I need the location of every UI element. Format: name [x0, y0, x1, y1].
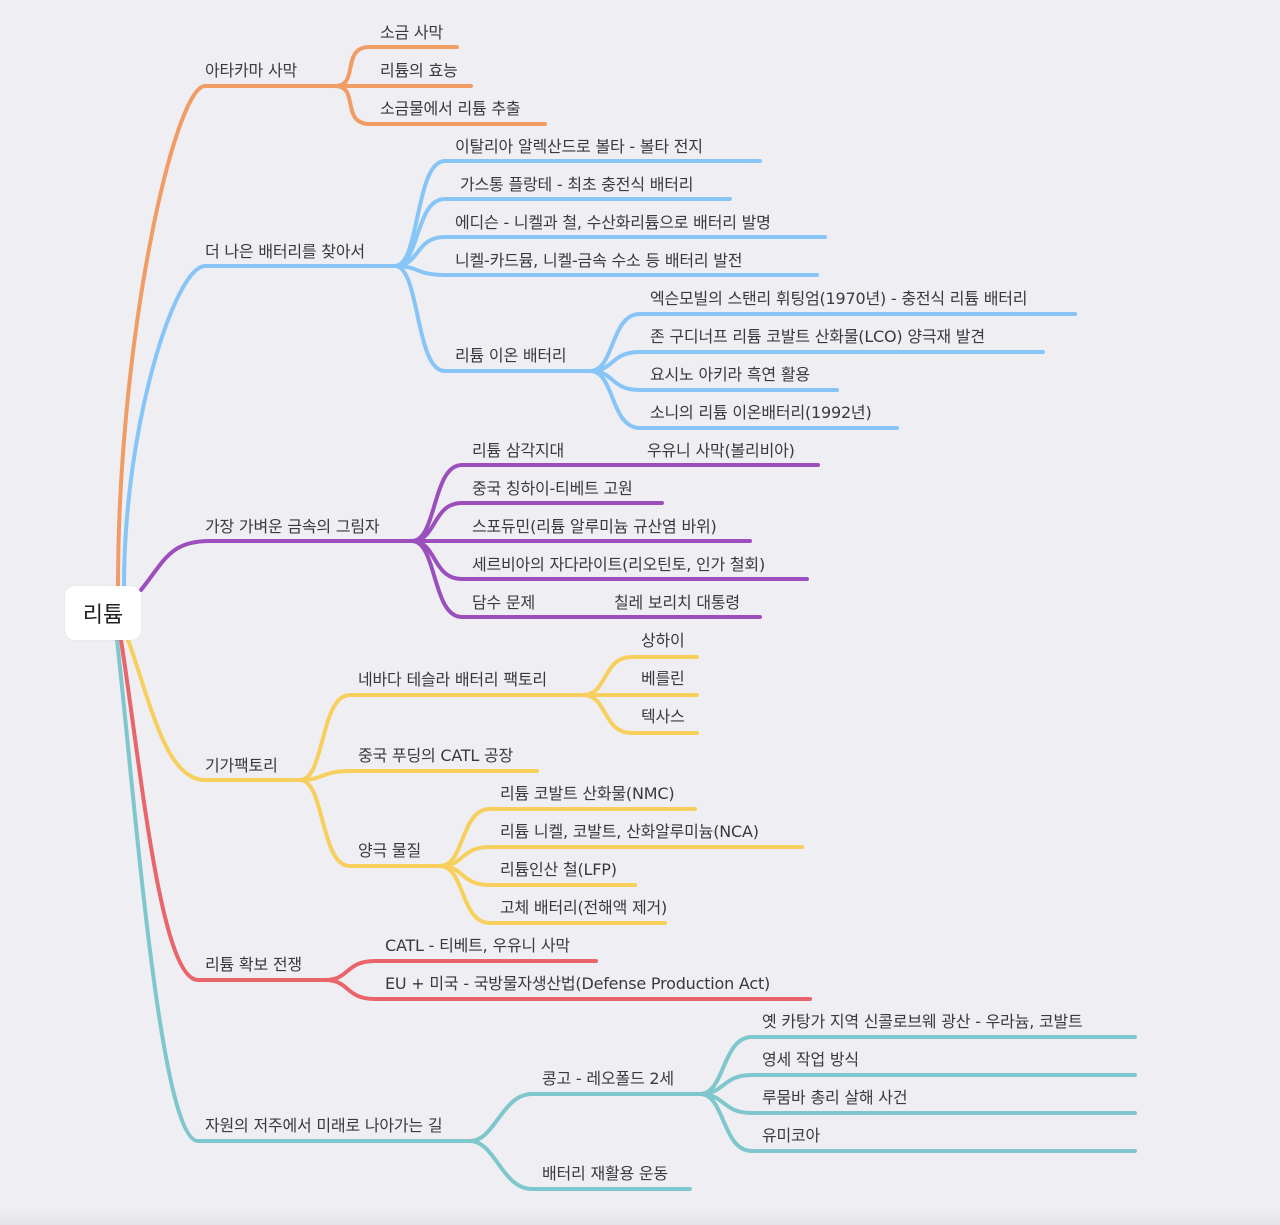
leaf-node[interactable]: 중국 푸딩의 CATL 공장 [358, 746, 514, 765]
leaf-node[interactable]: 리튬 니켈, 코발트, 산화알루미늄(NCA) [500, 822, 759, 841]
sub-branch-node-li-ion[interactable]: 리튬 이온 배터리 [455, 346, 567, 365]
leaf-node[interactable]: 세르비아의 자다라이트(리오틴토, 인가 철회) [472, 555, 765, 574]
leaf-node[interactable]: CATL - 티베트, 우유니 사막 [385, 936, 570, 955]
branch-node-lithium-war[interactable]: 리튬 확보 전쟁 [205, 955, 302, 974]
leaf-node[interactable]: 니켈-카드뮴, 니켈-금속 수소 등 배터리 발전 [455, 251, 743, 270]
leaf-node[interactable]: 옛 카탕가 지역 신콜로브웨 광산 - 우라늄, 코발트 [762, 1012, 1083, 1031]
leaf-node[interactable]: 배터리 재활용 운동 [542, 1164, 668, 1183]
leaf-node[interactable]: 리튬 코발트 산화물(NMC) [500, 784, 675, 803]
leaf-node[interactable]: 칠레 보리치 대통령 [614, 593, 740, 612]
leaf-node[interactable]: 이탈리아 알렉산드로 볼타 - 볼타 전지 [455, 137, 703, 156]
root-node[interactable]: 리튬 [65, 586, 141, 640]
leaf-node[interactable]: 소니의 리튬 이온배터리(1992년) [650, 403, 872, 422]
leaf-node[interactable]: 리튬인산 철(LFP) [500, 860, 617, 879]
leaf-node[interactable]: 영세 작업 방식 [762, 1050, 859, 1069]
leaf-node[interactable]: 리튬의 효능 [380, 61, 458, 80]
sub-branch-node[interactable]: 리튬 삼각지대 [472, 441, 565, 460]
sub-branch-node[interactable]: 네바다 테슬라 배터리 팩토리 [358, 670, 547, 689]
leaf-node[interactable]: 베를린 [641, 669, 685, 688]
branch-node-gigafactory[interactable]: 기가팩토리 [205, 756, 278, 775]
sub-branch-node[interactable]: 양극 물질 [358, 841, 421, 860]
sub-branch-node[interactable]: 담수 문제 [472, 593, 535, 612]
leaf-node[interactable]: 가스통 플랑테 - 최초 충전식 배터리 [460, 175, 694, 194]
bottom-edge [0, 1209, 1280, 1225]
leaf-node[interactable]: 상하이 [641, 631, 685, 650]
leaf-node[interactable]: EU + 미국 - 국방물자생산법(Defense Production Act… [385, 974, 771, 993]
branch-node-better-battery[interactable]: 더 나은 배터리를 찾아서 [205, 242, 365, 261]
leaf-node[interactable]: 소금물에서 리튬 추출 [380, 99, 521, 118]
leaf-node[interactable]: 존 구디너프 리튬 코발트 산화물(LCO) 양극재 발견 [650, 327, 985, 346]
leaf-node[interactable]: 엑슨모빌의 스탠리 휘팅엄(1970년) - 충전식 리튬 배터리 [650, 289, 1028, 308]
leaf-node[interactable]: 요시노 아키라 흑연 활용 [650, 365, 810, 384]
leaf-node[interactable]: 루뭄바 총리 살해 사건 [762, 1088, 908, 1107]
branch-node-atacama[interactable]: 아타카마 사막 [205, 61, 298, 80]
leaf-node[interactable]: 에디슨 - 니켈과 철, 수산화리튬으로 배터리 발명 [455, 213, 771, 232]
branch-node-lightest-metal[interactable]: 가장 가벼운 금속의 그림자 [205, 517, 380, 536]
leaf-node[interactable]: 우유니 사막(볼리비아) [647, 441, 795, 460]
leaf-node[interactable]: 유미코아 [762, 1126, 821, 1145]
leaf-node[interactable]: 중국 칭하이-티베트 고원 [472, 479, 633, 498]
leaf-node[interactable]: 고체 배터리(전해액 제거) [500, 898, 668, 917]
leaf-node[interactable]: 텍사스 [641, 707, 685, 726]
leaf-node[interactable]: 소금 사막 [380, 23, 443, 42]
branch-node-resource-curse[interactable]: 자원의 저주에서 미래로 나아가는 길 [205, 1116, 443, 1135]
root-label: 리튬 [82, 603, 124, 628]
leaf-node[interactable]: 스포듀민(리튬 알루미늄 규산염 바위) [472, 517, 717, 536]
sub-branch-node[interactable]: 콩고 - 레오폴드 2세 [542, 1069, 674, 1088]
